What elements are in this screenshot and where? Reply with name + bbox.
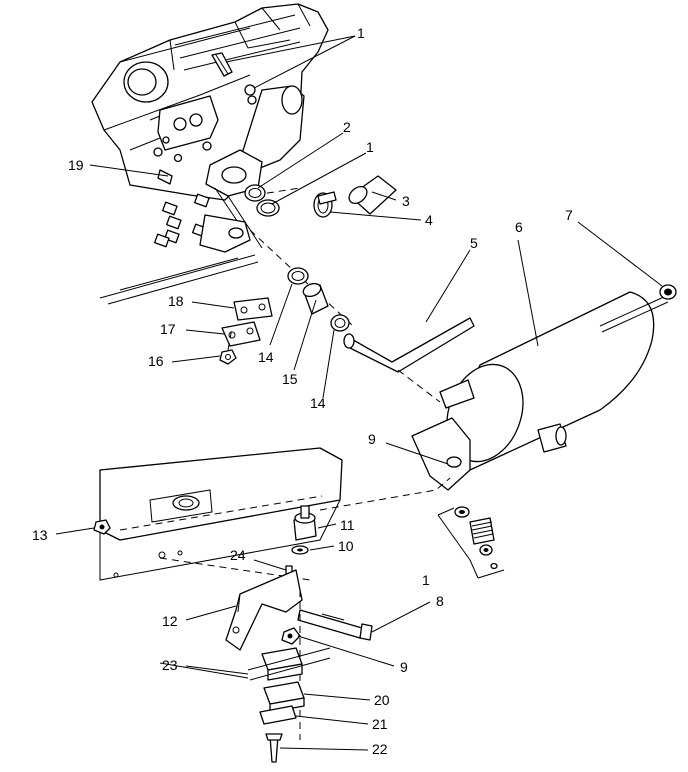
tailpipe (343, 317, 475, 403)
callout-8: 8 (436, 593, 444, 609)
callout-9-upper: 9 (368, 431, 376, 447)
callout-14-lower: 14 (310, 395, 326, 411)
callout-3: 3 (402, 193, 410, 209)
callout-7: 7 (565, 207, 573, 223)
header-gasket-and-clamps (157, 169, 397, 365)
callout-1-mount: 1 (422, 572, 430, 588)
callout-24: 24 (230, 547, 246, 563)
callout-18: 18 (168, 293, 184, 309)
callout-14-upper: 14 (258, 349, 274, 365)
callout-12: 12 (162, 613, 178, 629)
callout-4: 4 (425, 212, 433, 228)
mount-bracket-assembly (93, 505, 373, 763)
callout-labels: 1 2 1 3 4 5 6 7 19 18 17 16 14 15 14 9 1… (32, 25, 573, 757)
callout-1-clamp: 1 (366, 139, 374, 155)
callout-13: 13 (32, 527, 48, 543)
callout-5: 5 (470, 235, 478, 251)
callout-22: 22 (372, 741, 388, 757)
isolator-kit (319, 477, 505, 579)
callout-23: 23 (162, 657, 178, 673)
callout-20: 20 (374, 692, 390, 708)
callout-2: 2 (343, 119, 351, 135)
callout-16: 16 (148, 353, 164, 369)
callout-21: 21 (372, 716, 388, 732)
callout-10: 10 (338, 538, 354, 554)
leader-lines (55, 35, 663, 751)
callout-15: 15 (282, 371, 298, 387)
callout-9-lower: 9 (400, 659, 408, 675)
callout-6: 6 (515, 219, 523, 235)
muffler (411, 284, 677, 491)
callout-19: 19 (68, 157, 84, 173)
callout-11: 11 (340, 517, 355, 533)
callout-1-top: 1 (357, 25, 365, 41)
callout-17: 17 (160, 321, 176, 337)
